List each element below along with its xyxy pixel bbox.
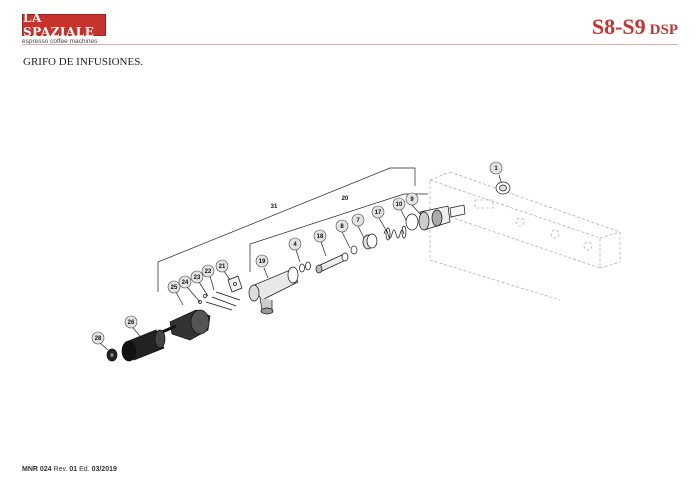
callout-label-18: 18	[317, 234, 324, 240]
ed-label: Ed.	[79, 466, 90, 473]
callout-28	[91, 331, 105, 345]
part-25-lever-housing	[161, 309, 211, 341]
callout-label-31: 31	[271, 204, 278, 210]
callout-label-25: 25	[171, 285, 178, 291]
callout-7	[351, 213, 365, 227]
section-title: GRIFO DE INFUSIONES.	[23, 56, 144, 68]
part-4-orings	[299, 261, 311, 273]
callout-label-22: 22	[205, 269, 212, 275]
assembly-31-bracket	[157, 167, 416, 292]
part-21-block	[227, 275, 243, 293]
callout-label-19: 19	[259, 259, 266, 265]
rev-label: Rev.	[53, 466, 68, 473]
assembly-20-bracket	[249, 193, 428, 272]
machine-bracket-outline	[429, 171, 621, 301]
callout-label-23: 23	[194, 275, 201, 281]
callout-label-26: 26	[128, 320, 135, 326]
logo-text: LA SPAZIALE	[23, 11, 95, 39]
callout-4	[288, 237, 302, 251]
callout-label-20: 20	[342, 196, 349, 202]
callout-10	[392, 197, 406, 211]
callout-17	[371, 205, 385, 219]
callout-label-1: 1	[494, 166, 498, 172]
doc-code: MNR 024	[22, 466, 52, 473]
header-divider	[22, 44, 678, 45]
callouts	[91, 161, 503, 345]
callout-26	[124, 315, 138, 329]
part-28-washer	[106, 348, 118, 362]
callout-9	[405, 192, 419, 206]
callout-label-21: 21	[219, 264, 226, 270]
part-9-valve-body	[405, 204, 466, 231]
callout-label-8: 8	[340, 224, 344, 230]
callout-23	[190, 270, 204, 284]
callout-label-4: 4	[293, 242, 297, 248]
document-footer: MNR 024 Rev. 01 Ed. 03/2019	[22, 466, 117, 473]
callout-8	[335, 219, 349, 233]
part-18-stem	[315, 252, 349, 274]
part-1-ring	[495, 181, 511, 195]
brand-logo: LA SPAZIALE espresso coffee machines	[22, 11, 106, 45]
callout-label-7: 7	[356, 218, 360, 224]
part-26-knob	[121, 329, 166, 362]
ed-date: 03/2019	[91, 466, 117, 473]
callout-label-28: 28	[95, 336, 102, 342]
callout-22	[201, 264, 215, 278]
callout-19	[255, 254, 269, 268]
callout-label-24: 24	[182, 280, 189, 286]
logo-box: LA SPAZIALE	[22, 11, 106, 39]
part-7-cap	[362, 233, 378, 250]
callout-label-9: 9	[410, 197, 414, 203]
part-17-spring	[383, 225, 407, 241]
part-19-tap-body	[248, 266, 299, 315]
part-22-24-pins	[198, 291, 241, 311]
logo-tagline: espresso coffee machines	[22, 38, 98, 45]
callout-25	[167, 280, 181, 294]
part-8-washer	[350, 245, 358, 255]
callout-18	[313, 229, 327, 243]
rev-number: 01	[69, 466, 78, 473]
callout-24	[178, 275, 192, 289]
callout-label-17: 17	[375, 210, 382, 216]
callout-label-10: 10	[396, 202, 403, 208]
callout-21	[215, 259, 229, 273]
model-main: S8-S9	[591, 14, 646, 39]
callout-1	[489, 161, 503, 175]
model-suffix: DSP	[649, 22, 678, 38]
